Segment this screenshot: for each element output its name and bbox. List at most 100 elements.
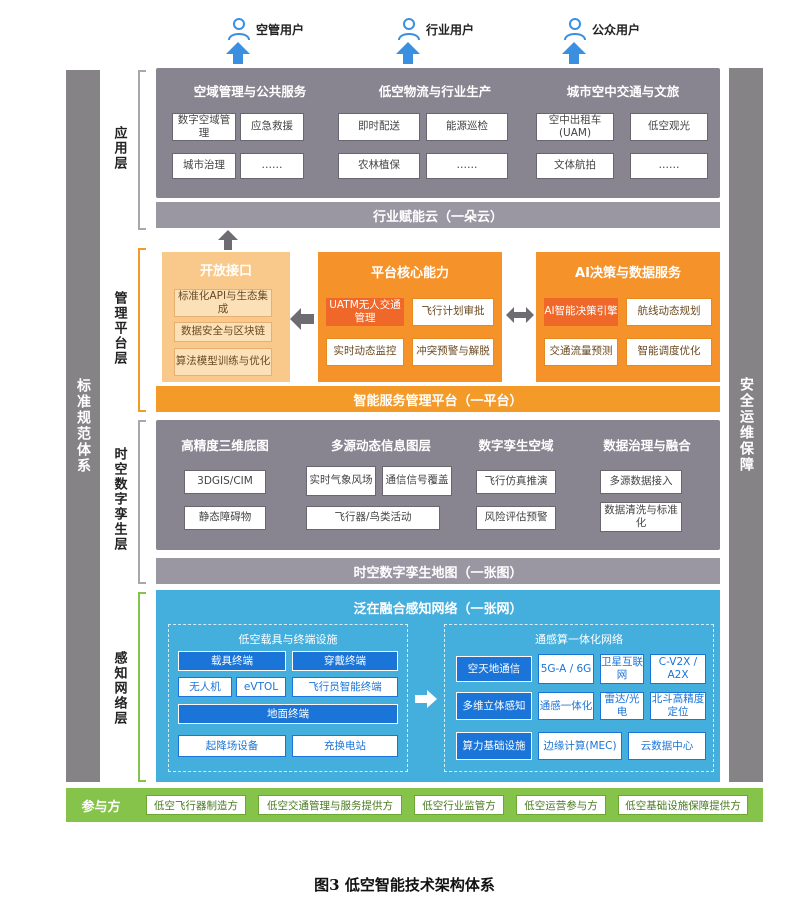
terminal-facility-title: 低空载具与终端设施 bbox=[238, 633, 338, 646]
participant-item: 低空基础设施保障提供方 bbox=[618, 795, 748, 815]
terminal-item: 穿戴终端 bbox=[292, 651, 398, 671]
participant-item: 低空飞行器制造方 bbox=[146, 795, 246, 815]
standards-sidebar: 标准规范体系 bbox=[66, 70, 100, 782]
core-item: 实时动态监控 bbox=[326, 338, 404, 366]
arrow-up-icon bbox=[226, 42, 250, 64]
app-item: …… bbox=[630, 153, 708, 179]
application-bracket bbox=[138, 70, 146, 230]
arrow-right-icon bbox=[415, 690, 437, 708]
ai-item-highlight: AI智能决策引擎 bbox=[544, 298, 618, 326]
app-item: 即时配送 bbox=[338, 113, 420, 141]
twin-bracket bbox=[138, 420, 146, 584]
app-group-title: 城市空中交通与文旅 bbox=[566, 83, 680, 99]
terminal-item: 地面终端 bbox=[178, 704, 398, 724]
participant-item: 低空运营参与方 bbox=[516, 795, 606, 815]
user-label: 公众用户 bbox=[592, 22, 641, 37]
network-item: 边缘计算(MEC) bbox=[538, 732, 622, 760]
security-sidebar: 安全运维保障 bbox=[729, 68, 763, 782]
network-item: 5G-A / 6G bbox=[538, 654, 594, 684]
terminal-item: eVTOL bbox=[236, 677, 286, 697]
network-item: 卫星互联网 bbox=[600, 654, 644, 684]
integrated-network-panel bbox=[444, 624, 714, 772]
user-atc: 空管用户 bbox=[226, 16, 304, 42]
user-industry: 行业用户 bbox=[396, 16, 474, 42]
app-item: 数字空域管理 bbox=[172, 113, 236, 141]
participant-item: 低空交通管理与服务提供方 bbox=[258, 795, 402, 815]
app-item: …… bbox=[240, 153, 304, 179]
open-api-title: 开放接口 bbox=[199, 263, 252, 279]
core-capability-title: 平台核心能力 bbox=[370, 265, 449, 281]
app-item: 低空观光 bbox=[630, 113, 708, 141]
user-icon bbox=[564, 18, 586, 41]
app-item: 能源巡检 bbox=[426, 113, 508, 141]
service-platform-bar: 智能服务管理平台（一平台） bbox=[156, 386, 720, 412]
arrow-bidirectional-icon bbox=[506, 307, 534, 323]
ai-item: 智能调度优化 bbox=[626, 338, 712, 366]
terminal-item: 充换电站 bbox=[292, 735, 398, 757]
terminal-facility-panel bbox=[168, 624, 408, 772]
twin-item: 静态障碍物 bbox=[184, 506, 266, 530]
twin-item: 飞行仿真推演 bbox=[476, 470, 556, 494]
user-public: 公众用户 bbox=[562, 16, 640, 42]
layer-perception-label: 感知网络层 bbox=[111, 650, 127, 726]
twin-title: 多源动态信息图层 bbox=[330, 437, 431, 453]
open-api-item: 标准化API与生态集成 bbox=[174, 289, 272, 317]
layer-application-label: 应用层 bbox=[111, 125, 127, 171]
twin-item: 飞行器/鸟类活动 bbox=[306, 506, 440, 530]
app-item: 农林植保 bbox=[338, 153, 420, 179]
twin-item: 多源数据接入 bbox=[600, 470, 682, 494]
network-item: C-V2X / A2X bbox=[650, 654, 706, 684]
terminal-item: 载具终端 bbox=[178, 651, 286, 671]
network-item: 通感一体化 bbox=[538, 692, 594, 720]
twin-title: 数据治理与融合 bbox=[603, 437, 691, 453]
arrow-up-icon bbox=[396, 42, 420, 64]
user-icon bbox=[228, 18, 250, 41]
app-item: 文体航拍 bbox=[536, 153, 614, 179]
network-item: 北斗高精度定位 bbox=[650, 692, 706, 720]
network-item: 多维立体感知 bbox=[456, 692, 532, 720]
app-item: …… bbox=[426, 153, 508, 179]
app-item: 空中出租车(UAM) bbox=[536, 113, 614, 141]
core-item: 冲突预警与解脱 bbox=[412, 338, 494, 366]
ai-item: 航线动态规划 bbox=[626, 298, 712, 326]
twin-title: 数字孪生空域 bbox=[478, 437, 554, 453]
user-icon bbox=[398, 18, 420, 41]
terminal-item: 无人机 bbox=[178, 677, 232, 697]
arrow-up-icon bbox=[562, 42, 586, 64]
twin-item: 数据清洗与标准化 bbox=[600, 502, 682, 532]
figure-caption: 图3 低空智能技术架构体系 bbox=[314, 875, 495, 894]
app-item: 城市治理 bbox=[172, 153, 236, 179]
participant-item: 低空行业监管方 bbox=[414, 795, 504, 815]
user-label: 行业用户 bbox=[426, 22, 475, 37]
twin-item: 风险评估预警 bbox=[476, 506, 556, 530]
terminal-item: 飞行员智能终端 bbox=[292, 677, 398, 697]
open-api-item: 算法模型训练与优化 bbox=[174, 348, 272, 376]
arrow-left-icon bbox=[290, 308, 314, 330]
core-item: 飞行计划审批 bbox=[412, 298, 494, 326]
management-bracket bbox=[138, 248, 146, 412]
twin-item: 实时气象风场 bbox=[306, 466, 376, 496]
core-item-highlight: UATM无人交通管理 bbox=[326, 298, 404, 326]
industry-cloud-bar: 行业赋能云（一朵云） bbox=[156, 202, 720, 228]
app-group-title: 低空物流与行业生产 bbox=[378, 83, 492, 99]
terminal-item: 起降场设备 bbox=[178, 735, 286, 757]
layer-management-label: 管理平台层 bbox=[111, 290, 127, 366]
twin-item: 3DGIS/CIM bbox=[184, 470, 266, 494]
arrow-up-icon bbox=[218, 230, 238, 250]
app-item: 应急救援 bbox=[240, 113, 304, 141]
twin-map-bar: 时空数字孪生地图（一张图） bbox=[156, 558, 720, 584]
network-item: 云数据中心 bbox=[628, 732, 706, 760]
twin-item: 通信信号覆盖 bbox=[382, 466, 452, 496]
layer-twin-label: 时空数字孪生层 bbox=[111, 446, 127, 552]
perception-title: 泛在融合感知网络（一张网） bbox=[353, 601, 523, 617]
perception-bracket bbox=[138, 592, 146, 782]
network-item: 空天地通信 bbox=[456, 656, 532, 682]
ai-decision-title: AI决策与数据服务 bbox=[575, 265, 681, 281]
open-api-item: 数据安全与区块链 bbox=[174, 322, 272, 342]
ai-item: 交通流量预测 bbox=[544, 338, 618, 366]
participants-label: 参与方 bbox=[81, 799, 121, 815]
integrated-network-title: 通感算一体化网络 bbox=[535, 633, 623, 646]
user-label: 空管用户 bbox=[256, 22, 305, 37]
network-item: 雷达/光电 bbox=[600, 692, 644, 720]
network-item: 算力基础设施 bbox=[456, 732, 532, 760]
